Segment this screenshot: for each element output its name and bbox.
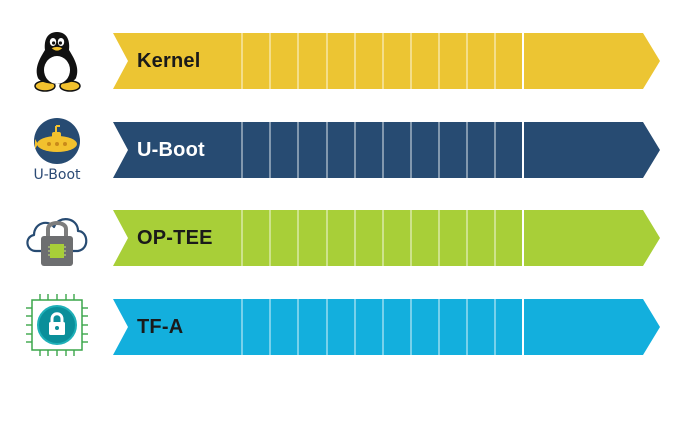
kernel-label: Kernel xyxy=(137,50,201,72)
tfa-row: TF-A xyxy=(0,294,684,356)
tux-penguin-icon xyxy=(22,28,92,92)
uboot-logo-caption: U-Boot xyxy=(33,167,81,183)
chip-lock-icon xyxy=(22,294,92,358)
uboot-label: U-Boot xyxy=(137,139,205,161)
submarine-icon: U-Boot xyxy=(22,117,92,183)
cloud-lock-icon xyxy=(22,205,92,269)
kernel-row: Kernel xyxy=(0,28,684,92)
tfa-bar xyxy=(113,299,660,355)
optee-label: OP-TEE xyxy=(137,227,213,249)
tfa-label: TF-A xyxy=(137,316,184,338)
optee-bar xyxy=(113,210,660,266)
uboot-bar xyxy=(113,122,660,178)
optee-row: OP-TEE xyxy=(0,205,684,266)
kernel-bar xyxy=(113,33,660,89)
uboot-row: U-Boot U-Boot xyxy=(0,117,684,183)
